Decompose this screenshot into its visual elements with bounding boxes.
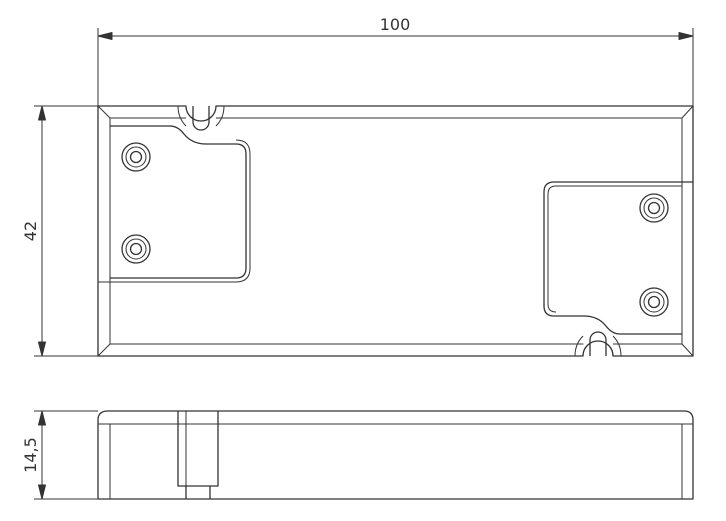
dimension-label-length: 100 [380, 15, 411, 34]
chamfer-br [681, 343, 694, 357]
dimension-width [34, 105, 98, 357]
side-view-tab [177, 411, 219, 487]
terminal-cover-left [110, 125, 247, 279]
mounting-slot-bottom [589, 331, 607, 356]
screw-icon [121, 142, 151, 172]
terminal-cover-right [543, 181, 693, 335]
side-view-outline [97, 410, 694, 500]
chamfer-tr [681, 105, 694, 119]
arrow-side-top [38, 410, 46, 426]
dimension-length [97, 28, 694, 106]
slot-bottom-edge [574, 335, 622, 357]
screw-icon [639, 287, 669, 317]
dimension-height [34, 410, 98, 500]
arrow-top [38, 105, 46, 121]
side-view-foot [185, 486, 211, 499]
arrow-side-bottom [38, 484, 46, 500]
terminal-cover-left-edge [98, 139, 251, 283]
screw-icon [639, 193, 669, 223]
top-view-outline [97, 105, 694, 357]
side-view [97, 410, 694, 500]
arrow-left [97, 32, 113, 40]
dimension-label-height: 14,5 [21, 437, 40, 473]
terminal-cover-right-edge [547, 185, 682, 313]
dimension-label-width: 42 [21, 221, 40, 241]
screw-icon [121, 234, 151, 264]
chamfer-bl [97, 343, 111, 357]
arrow-bottom [38, 341, 46, 357]
top-view [97, 105, 694, 357]
chamfer-tl [97, 105, 111, 119]
slot-top-edge [177, 105, 225, 127]
mounting-slot-top [192, 106, 210, 131]
arrow-right [678, 32, 694, 40]
top-view-inner-edge [109, 117, 683, 345]
